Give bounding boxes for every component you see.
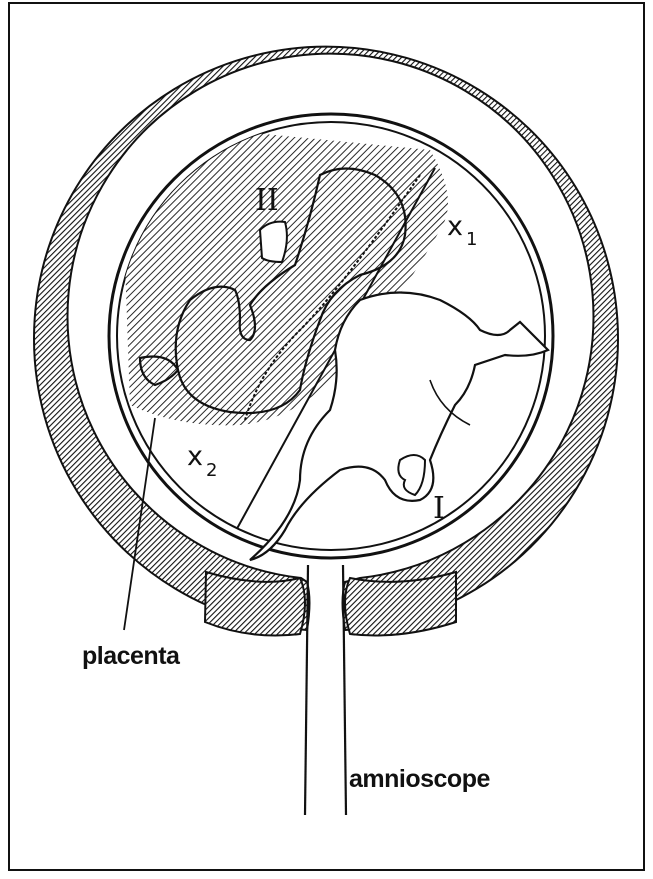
twin-two-arm — [260, 222, 287, 262]
twin-two-label: II — [255, 183, 279, 218]
x2-label-letter: x — [187, 441, 203, 472]
cervix-left-lip — [205, 572, 305, 636]
amnioscope-label: amnioscope — [349, 765, 490, 793]
cervix-right-lip — [345, 572, 456, 636]
x1-label-letter: x — [447, 211, 463, 242]
x1-label-index: 1 — [466, 229, 477, 250]
twin-one-label: I — [433, 491, 445, 526]
x2-label-index: 2 — [206, 460, 217, 481]
placenta-label: placenta — [82, 642, 181, 670]
